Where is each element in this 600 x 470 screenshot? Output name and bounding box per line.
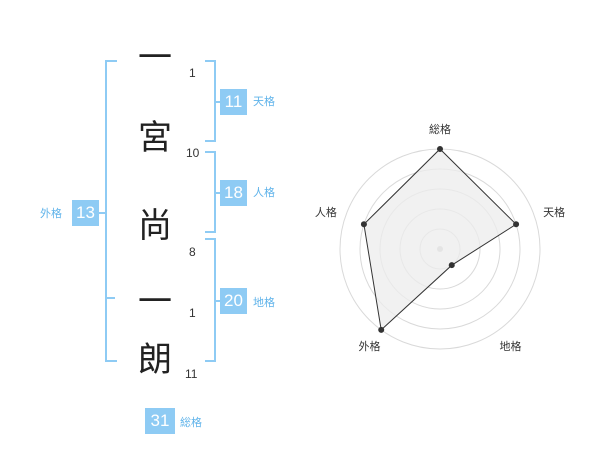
soukaku-value: 31 [145, 408, 175, 434]
stroke-count-3: 8 [189, 245, 196, 259]
name-char-3: 尚 [138, 206, 172, 246]
radar-point-1 [437, 146, 443, 152]
radar-point-2 [513, 221, 520, 228]
gaikaku-bracket [105, 60, 117, 362]
radar-polygon [363, 148, 517, 331]
name-char-1: 一 [138, 38, 172, 78]
soukaku-label: 総格 [180, 416, 202, 429]
radar-axis-label-3: 地格 [500, 339, 522, 353]
chikaku-label: 地格 [253, 296, 275, 309]
jinkaku-label: 人格 [253, 186, 275, 199]
radar-shape [360, 146, 520, 333]
radar-axis-label-4: 外格 [359, 339, 381, 353]
jinkaku-connector [214, 192, 220, 194]
gaikaku-value: 13 [72, 200, 99, 226]
stroke-count-1: 1 [189, 66, 196, 80]
radar-axis-label-1: 総格 [429, 122, 451, 136]
gaikaku-label: 外格 [40, 207, 62, 220]
radar-point-4 [378, 326, 385, 333]
stroke-count-5: 11 [185, 367, 198, 381]
name-char-4: 一 [138, 282, 172, 322]
chikaku-connector [214, 300, 220, 302]
gaikaku-divider [105, 297, 115, 299]
tenkaku-connector [214, 101, 220, 103]
chikaku-value: 20 [220, 288, 247, 314]
radar-axis-label-5: 人格 [315, 205, 337, 219]
jinkaku-value: 18 [220, 180, 247, 206]
tenkaku-value: 11 [220, 89, 247, 115]
tenkaku-label: 天格 [253, 95, 275, 108]
gaikaku-connector [97, 212, 105, 214]
name-char-2: 宮 [138, 118, 172, 158]
radar-axis-label-2: 天格 [543, 205, 565, 219]
radar-point-5 [360, 221, 367, 228]
stroke-count-2: 10 [186, 146, 200, 160]
stroke-count-4: 1 [189, 306, 196, 320]
name-char-5: 朗 [138, 340, 172, 380]
radar-point-3 [448, 262, 455, 269]
